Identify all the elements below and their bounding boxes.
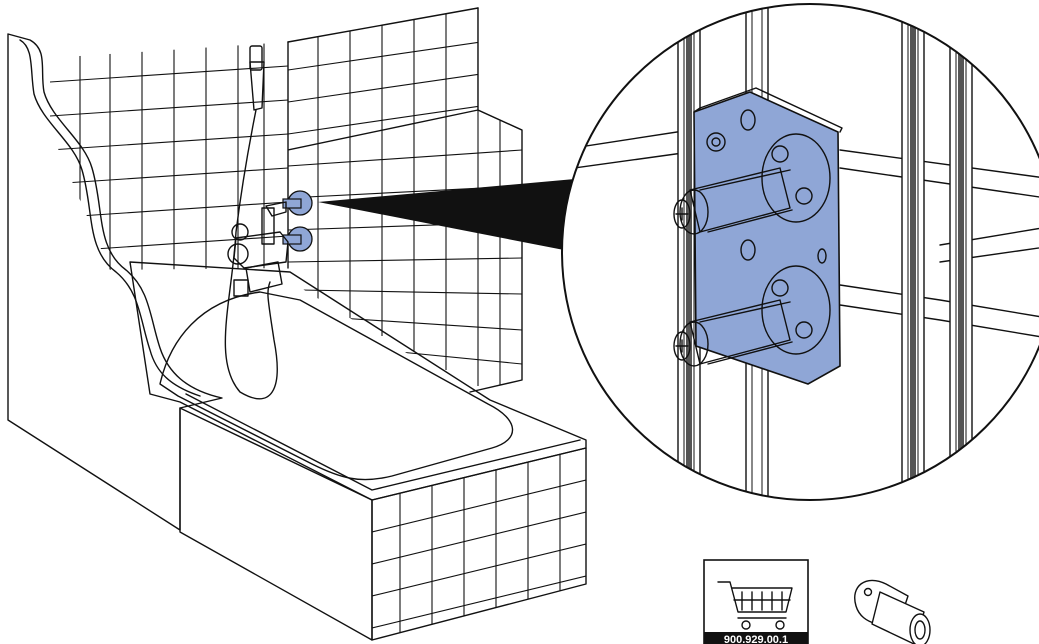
- detail-view: [561, 3, 1039, 501]
- part-number-label: 900.929.00.1: [724, 634, 788, 644]
- partition-wall: [7, 33, 223, 531]
- lower-elbow-fitting: [673, 265, 831, 367]
- wall-elbow-fitting-icon: [854, 579, 931, 644]
- shopping-cart-icon: [717, 581, 793, 630]
- bathroom-scene: [7, 7, 587, 641]
- mounting-plate: [693, 91, 841, 385]
- shopping-cart-badge[interactable]: 900.929.00.1: [703, 559, 809, 644]
- back-wall-tiles: [50, 42, 288, 270]
- wall-fittings: [282, 190, 313, 252]
- bath-mixer: [227, 201, 289, 297]
- hand-shower: [224, 45, 278, 400]
- upper-elbow-fitting: [673, 133, 831, 235]
- callout-wedge: [318, 178, 586, 250]
